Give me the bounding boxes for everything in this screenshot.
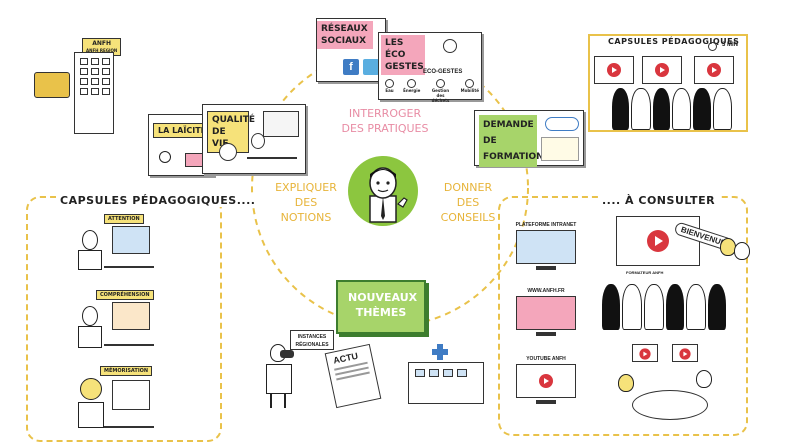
video-screen-2[interactable] — [642, 56, 682, 84]
interroger-label: INTERROGER DES PRATIQUES — [341, 107, 429, 135]
audience-group — [612, 88, 732, 130]
comprehension-tag: COMPRÉHENSION — [96, 290, 154, 300]
youtube-screen — [516, 364, 576, 398]
building-icon — [74, 52, 114, 134]
duration-label: 3 MIN — [722, 42, 739, 48]
attention-scene — [76, 222, 156, 274]
monitor-icon — [112, 302, 150, 330]
desk-icon — [104, 426, 154, 428]
eco-icon-label: Mobilité — [460, 88, 479, 93]
nouveaux-themes-box: NOUVEAUX THÈMES — [336, 280, 426, 334]
eco-icon-label: Eau — [385, 88, 394, 93]
classroom-audience — [602, 284, 726, 330]
anfh-subname: ANFH REGION — [86, 48, 118, 53]
character-icon — [443, 39, 457, 53]
brain-icon — [80, 378, 102, 400]
attention-tag: ATTENTION — [104, 214, 144, 224]
donner-label: DONNER DES CONSEILS — [440, 181, 496, 224]
play-icon[interactable] — [607, 63, 621, 77]
person-icon — [696, 370, 712, 388]
board-icon — [112, 380, 150, 410]
nouveaux-themes-label: NOUVEAUX THÈMES — [348, 291, 418, 319]
monitor-icon — [112, 226, 150, 254]
trainers-icon — [720, 238, 750, 278]
table-icon — [632, 390, 708, 420]
person-icon — [251, 133, 265, 149]
reseaux-sociaux-title: RÉSEAUX SOCIAUX — [317, 21, 373, 49]
eco-icon-label: Énergie — [403, 88, 421, 93]
play-icon[interactable] — [707, 63, 721, 77]
left-panel-title: CAPSULES PÉDAGOGIQUES.... — [56, 194, 260, 207]
anfh-name: ANFH — [92, 40, 112, 47]
top-right-title: CAPSULES PÉDAGOGIQUES — [608, 37, 740, 46]
twitter-icon — [363, 59, 379, 75]
eco-gestes-title: LES ÉCO GESTES — [381, 35, 425, 75]
memorisation-tag: MÉMORISATION — [100, 366, 153, 376]
eco-icon-label: Gestion des déchets — [431, 88, 450, 103]
qualite-de-vie-card: QUALITÉ DE VIE — [202, 104, 306, 174]
mini-screen — [672, 344, 698, 362]
map-flag-icon — [34, 72, 70, 98]
person-icon — [159, 151, 171, 163]
timer-icon — [708, 42, 717, 51]
eco-gestes-subtitle: ECO-GESTES — [423, 69, 463, 75]
eco-gestes-card: LES ÉCO GESTES ECO-GESTES Eau Énergie Ge… — [378, 32, 482, 103]
monitor-icon — [263, 111, 299, 137]
desk-icon — [104, 344, 154, 346]
desk-icon — [104, 266, 154, 268]
play-icon[interactable] — [647, 230, 669, 252]
flower-icon — [219, 143, 237, 161]
body-icon — [78, 250, 102, 270]
platform-label: WWW.ANFH.FR — [527, 288, 565, 294]
video-screen-1[interactable] — [594, 56, 634, 84]
play-icon[interactable] — [679, 348, 691, 360]
play-icon[interactable] — [539, 374, 553, 388]
mini-screen — [632, 344, 658, 362]
play-icon[interactable] — [655, 63, 669, 77]
eau-icon — [385, 79, 394, 88]
center-character — [348, 156, 418, 226]
expliquer-label: EXPLIQUER DES NOTIONS — [275, 181, 337, 224]
right-panel-title: .... À CONSULTER — [598, 194, 720, 207]
website-screen — [516, 296, 576, 330]
monitor-stand-icon — [536, 266, 556, 270]
energie-icon — [407, 79, 417, 88]
comprehension-scene — [76, 298, 156, 354]
qualite-title: QUALITÉ DE VIE — [207, 111, 255, 153]
medical-cross-icon — [432, 344, 448, 360]
body-icon — [78, 402, 104, 428]
body-icon — [78, 326, 102, 348]
memorisation-scene — [76, 374, 156, 434]
demande-title: DEMANDE DE FORMATION — [479, 115, 544, 167]
demande-formation-card: DEMANDE DE FORMATION — [474, 110, 584, 167]
reseaux-sociaux-card: RÉSEAUX SOCIAUX f — [316, 18, 386, 82]
intranet-screen — [516, 230, 576, 264]
person-icon — [82, 230, 98, 250]
person-binoculars — [262, 344, 298, 410]
hospital-building — [404, 344, 488, 406]
note-icon — [541, 137, 579, 161]
formateur-label: FORMATEUR ANFH — [626, 270, 664, 275]
monitor-stand-icon — [536, 400, 556, 404]
person-icon — [82, 306, 98, 326]
speech-bubble-icon — [545, 117, 579, 131]
person-icon — [618, 374, 634, 392]
platform-youtube[interactable]: YOUTUBE ANFH — [510, 356, 582, 412]
dechets-icon — [436, 79, 445, 88]
facebook-icon: f — [343, 59, 359, 75]
platform-label: PLATEFORME INTRANET — [515, 222, 577, 228]
monitor-stand-icon — [536, 332, 556, 336]
instances-label: INSTANCES RÉGIONALES — [295, 334, 329, 348]
anfh-building: ANFH ANFH REGION — [30, 38, 130, 138]
platform-label: YOUTUBE ANFH — [526, 356, 566, 362]
instances-sign: INSTANCES RÉGIONALES — [290, 330, 334, 350]
group-meeting-scene — [612, 340, 732, 430]
platform-intranet[interactable]: PLATEFORME INTRANET — [510, 222, 582, 278]
play-icon[interactable] — [639, 348, 651, 360]
desk-icon — [247, 157, 297, 159]
mobilite-icon — [465, 79, 475, 88]
platform-website[interactable]: WWW.ANFH.FR — [510, 288, 582, 344]
binoculars-icon — [280, 350, 294, 358]
video-screen-3[interactable] — [694, 56, 734, 84]
